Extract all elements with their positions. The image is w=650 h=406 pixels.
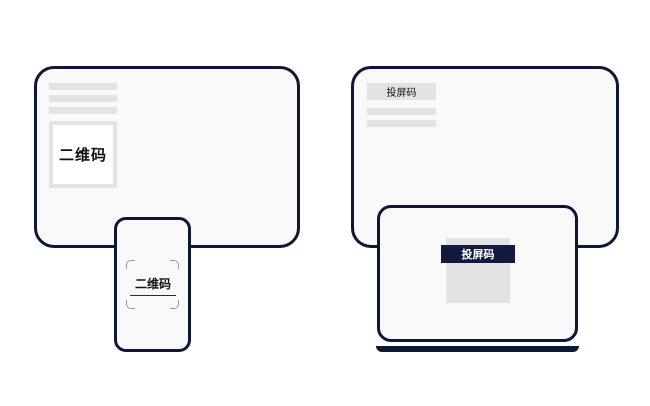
scan-frame-corner-icon [170, 300, 179, 309]
cast-code-label: 投屏码 [386, 88, 417, 99]
qr-code-box: 二维码 [49, 121, 117, 188]
scan-frame-corner-icon [126, 300, 135, 309]
scan-line [130, 295, 176, 296]
laptop-cast-code-label: 投屏码 [461, 248, 495, 261]
laptop-cast-code-banner: 投屏码 [441, 245, 515, 263]
placeholder-line [49, 107, 117, 114]
placeholder-line [367, 108, 436, 115]
laptop-base [376, 346, 579, 352]
qr-code-label: 二维码 [58, 146, 107, 164]
cast-code-chip: 投屏码 [367, 83, 436, 100]
scan-frame-corner-icon [170, 260, 179, 269]
scan-frame-corner-icon [126, 260, 135, 269]
phone-device [114, 217, 191, 352]
placeholder-line [49, 95, 117, 102]
phone-qr-label: 二维码 [134, 277, 171, 291]
placeholder-line [49, 83, 117, 90]
placeholder-line [367, 120, 436, 127]
